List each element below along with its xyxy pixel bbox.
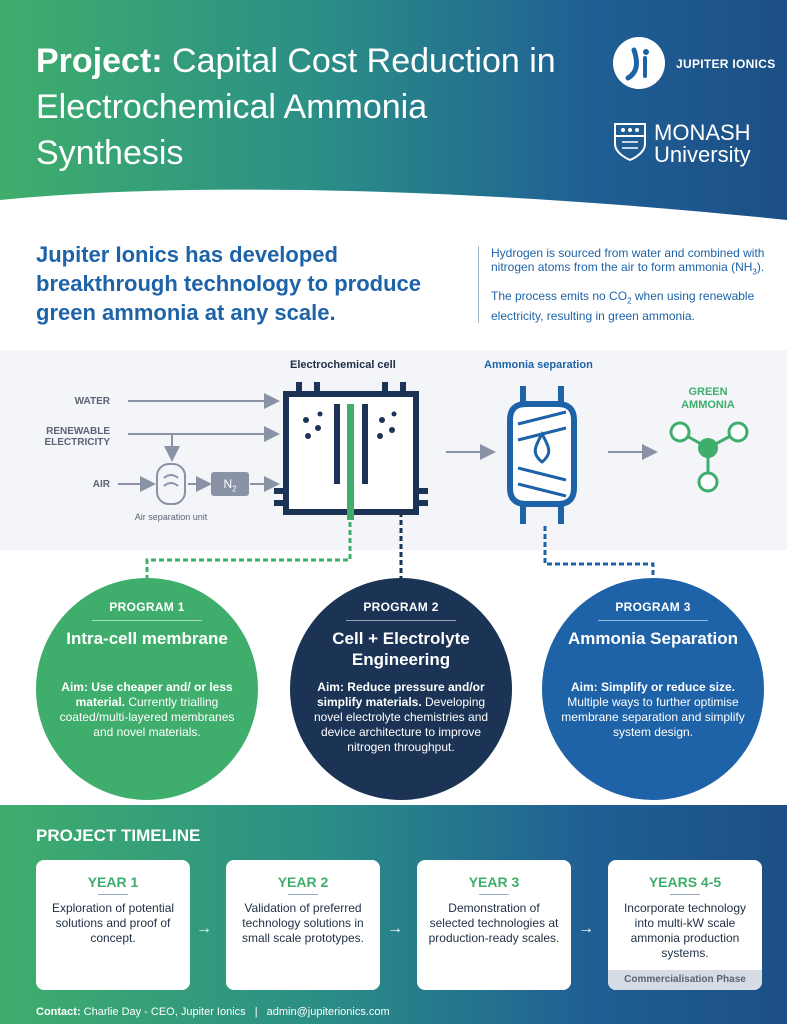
cell-title: Electrochemical cell	[290, 359, 396, 371]
timeline-arrow-icon: →	[196, 920, 212, 937]
input-air-label: AIR	[92, 479, 110, 490]
commercialisation-badge: Commercialisation Phase	[608, 970, 762, 990]
ammonia-molecule-icon	[669, 421, 749, 493]
jupiter-ionics-logo-icon[interactable]	[612, 36, 666, 90]
page-title: Project: Capital Cost Reduction in Elect…	[36, 42, 556, 172]
green-ammonia-label: GREEN AMMONIA	[681, 386, 735, 411]
air-separation-label: Air separation unit	[134, 512, 208, 522]
connector-program-3	[543, 526, 655, 578]
timeline-card-year-1: YEAR 1 Exploration of potential solution…	[36, 860, 190, 990]
electrochemical-cell-icon	[274, 382, 428, 520]
air-separation-unit-icon	[156, 463, 186, 505]
timeline-arrow-icon: →	[578, 920, 594, 937]
input-water-label: WATER	[74, 396, 110, 407]
contact-line: Contact: Charlie Day - CEO, Jupiter Ioni…	[36, 1006, 390, 1018]
intro-headline: Jupiter Ionics has developed breakthroug…	[36, 242, 422, 325]
timeline-card-years-4-5: YEARS 4-5 Incorporate technology into mu…	[608, 860, 762, 990]
program-1-circle: PROGRAM 1 Intra-cell membrane Aim: Use c…	[36, 578, 258, 800]
contact-email-link[interactable]: admin@jupiterionics.com	[266, 1006, 390, 1018]
input-renewable-label: RENEWABLE ELECTRICITY	[44, 426, 110, 448]
monash-crest-icon[interactable]	[612, 122, 648, 162]
program-2-circle: PROGRAM 2 Cell + Electrolyte Engineering…	[290, 578, 512, 800]
timeline-card-year-3: YEAR 3 Demonstration of selected technol…	[417, 860, 571, 990]
process-diagram	[118, 382, 749, 578]
timeline-title: PROJECT TIMELINE	[36, 826, 201, 845]
n2-badge: N2	[211, 472, 249, 496]
timeline-card-year-2: YEAR 2 Validation of preferred technolog…	[226, 860, 380, 990]
intro-side-text: Hydrogen is sourced from water and combi…	[478, 246, 768, 323]
monash-wordmark: MONASH University	[654, 120, 751, 167]
separation-title: Ammonia separation	[484, 359, 593, 371]
ammonia-separation-icon	[507, 386, 577, 524]
program-3-circle: PROGRAM 3 Ammonia Separation Aim: Simpli…	[542, 578, 764, 800]
connector-program-1	[145, 522, 352, 578]
jupiter-ionics-wordmark: JUPITER IONICS	[676, 57, 776, 71]
header-wave	[0, 189, 787, 240]
timeline-arrow-icon: →	[387, 920, 403, 937]
